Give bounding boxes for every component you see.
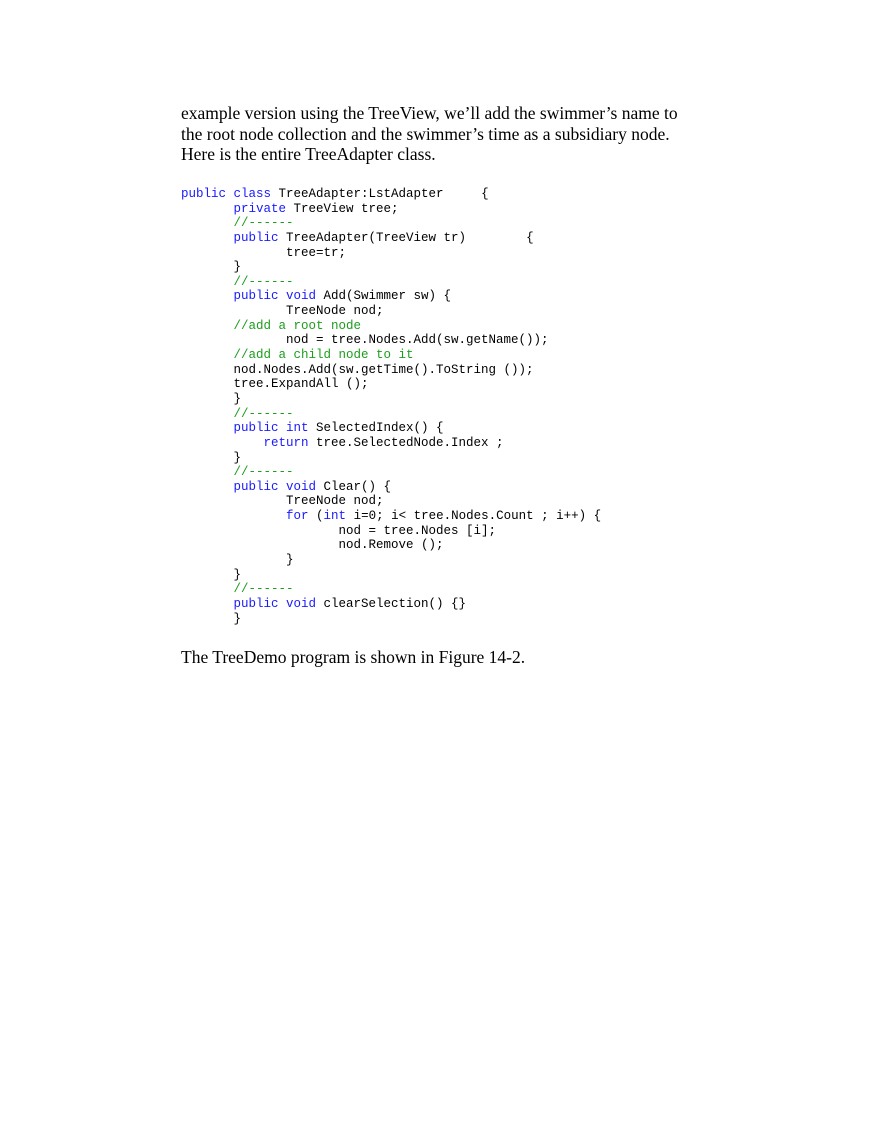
- code-text: nod.Nodes.Add(sw.getTime().ToString ());: [181, 362, 534, 377]
- code-line: private TreeView tree;: [181, 202, 601, 217]
- code-comment: //------: [181, 406, 294, 421]
- code-text: nod = tree.Nodes [i];: [181, 523, 497, 538]
- code-text: Add(Swimmer sw) {: [323, 289, 452, 304]
- code-line: return tree.SelectedNode.Index ;: [181, 436, 601, 451]
- code-line: TreeNode nod;: [181, 304, 601, 319]
- code-line: //------: [181, 216, 601, 231]
- code-text: nod = tree.Nodes.Add(sw.getName());: [181, 333, 549, 348]
- code-text: clearSelection() {}: [323, 596, 467, 611]
- code-comment: //add a child node to it: [181, 348, 414, 363]
- code-text: }: [181, 391, 242, 406]
- code-line: //add a root node: [181, 319, 601, 334]
- code-line: public void clearSelection() {}: [181, 597, 601, 612]
- code-comment: //------: [181, 274, 294, 289]
- code-keyword: for: [181, 509, 317, 524]
- code-text: TreeNode nod;: [181, 494, 384, 509]
- code-text: tree.ExpandAll ();: [181, 377, 369, 392]
- code-listing: public class TreeAdapter:LstAdapter { pr…: [181, 187, 601, 626]
- code-keyword: public class: [181, 187, 279, 201]
- code-line: tree.ExpandAll ();: [181, 377, 601, 392]
- code-text: nod.Remove ();: [181, 538, 444, 553]
- code-text: SelectedIndex() {: [316, 421, 444, 436]
- intro-paragraph: example version using the TreeView, we’l…: [181, 103, 741, 165]
- code-text: }: [181, 260, 242, 275]
- code-line: //------: [181, 407, 601, 422]
- code-text: }: [181, 553, 294, 568]
- code-keyword: int: [323, 509, 354, 524]
- code-keyword: return: [181, 435, 317, 450]
- code-line: public void Add(Swimmer sw) {: [181, 289, 601, 304]
- code-line: nod.Nodes.Add(sw.getTime().ToString ());: [181, 363, 601, 378]
- code-line: for (int i=0; i< tree.Nodes.Count ; i++)…: [181, 509, 601, 524]
- code-line: }: [181, 451, 601, 466]
- code-line: }: [181, 568, 601, 583]
- code-line: tree=tr;: [181, 246, 601, 261]
- code-line: nod = tree.Nodes.Add(sw.getName());: [181, 333, 601, 348]
- code-comment: //add a root node: [181, 318, 362, 333]
- code-comment: //------: [181, 216, 294, 231]
- code-text: i=0; i< tree.Nodes.Count ; i++) {: [353, 509, 602, 524]
- code-line: public int SelectedIndex() {: [181, 421, 601, 436]
- code-text: tree.SelectedNode.Index ;: [316, 435, 504, 450]
- code-keyword: public void: [181, 479, 324, 494]
- code-keyword: public: [181, 230, 287, 245]
- code-keyword: public void: [181, 596, 324, 611]
- code-text: }: [181, 450, 242, 465]
- code-text: }: [181, 567, 242, 582]
- code-line: public class TreeAdapter:LstAdapter {: [181, 187, 601, 202]
- code-text: TreeAdapter(TreeView tr) {: [286, 230, 534, 245]
- code-line: }: [181, 553, 601, 568]
- code-comment: //------: [181, 582, 294, 597]
- intro-line: the root node collection and the swimmer…: [181, 123, 670, 144]
- code-keyword: public void: [181, 289, 324, 304]
- code-line: nod = tree.Nodes [i];: [181, 524, 601, 539]
- code-comment: //------: [181, 465, 294, 480]
- code-keyword: private: [181, 201, 294, 216]
- intro-line: Here is the entire TreeAdapter class.: [181, 144, 436, 164]
- code-text: }: [181, 611, 242, 626]
- code-line: //------: [181, 465, 601, 480]
- code-text: TreeNode nod;: [181, 304, 384, 319]
- code-line: }: [181, 612, 601, 627]
- code-line: TreeNode nod;: [181, 494, 601, 509]
- code-line: //add a child node to it: [181, 348, 601, 363]
- code-text: (: [316, 509, 324, 524]
- code-line: //------: [181, 582, 601, 597]
- code-line: nod.Remove ();: [181, 538, 601, 553]
- intro-line: example version using the TreeView, we’l…: [181, 103, 678, 123]
- code-line: }: [181, 392, 601, 407]
- code-text: TreeView tree;: [293, 201, 399, 216]
- closing-paragraph: The TreeDemo program is shown in Figure …: [181, 647, 526, 667]
- code-line: public TreeAdapter(TreeView tr) {: [181, 231, 601, 246]
- code-text: TreeAdapter:LstAdapter {: [278, 187, 489, 201]
- code-keyword: public int: [181, 421, 317, 436]
- code-text: tree=tr;: [181, 245, 347, 260]
- code-line: //------: [181, 275, 601, 290]
- code-line: public void Clear() {: [181, 480, 601, 495]
- code-text: Clear() {: [323, 479, 392, 494]
- code-line: }: [181, 260, 601, 275]
